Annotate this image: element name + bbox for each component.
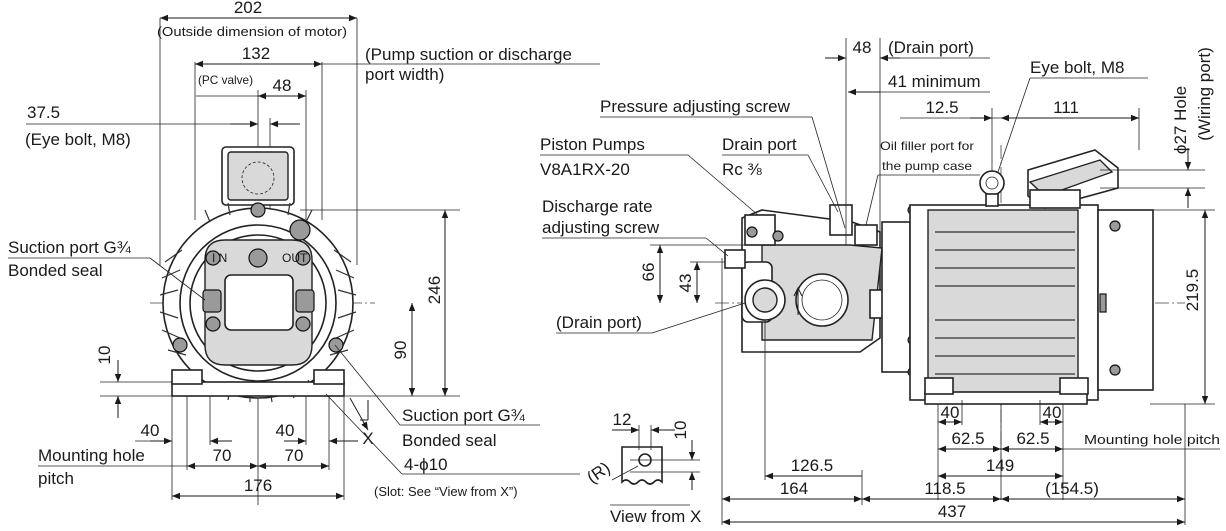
discharge-rate-label-2: adjusting screw (542, 218, 660, 237)
dim-164: 164 (780, 479, 808, 498)
oil-filler-label-2: the pump case (882, 159, 972, 173)
dim-219-5: 219.5 (1183, 269, 1202, 312)
dim-66: 66 (639, 263, 658, 282)
outside-dimension-motor-label: (Outside dimension of motor) (157, 24, 347, 39)
bonded-seal-right-label: Bonded seal (402, 431, 497, 450)
drain-port-left-label: (Drain port) (556, 313, 642, 332)
eye-bolt-label-front: (Eye bolt, M8) (25, 130, 131, 149)
dim-118-5: 118.5 (924, 479, 965, 498)
holes-4-phi10: 4-ϕ10 (404, 455, 448, 474)
mounting-hole-label: Mounting hole (38, 446, 145, 465)
dim-90: 90 (391, 341, 410, 360)
piston-pumps-label: Piston Pumps (540, 135, 645, 154)
eye-bolt-label-side: Eye bolt, M8 (1030, 58, 1125, 77)
dim-132: 132 (242, 44, 270, 63)
suction-port-right-label: Suction port G¾ (402, 406, 526, 425)
in-mark: I N (212, 251, 227, 265)
front-view: 202 (Outside dimension of motor) 132 (Pu… (8, 0, 600, 505)
drain-port-top-label: (Drain port) (888, 38, 974, 57)
dim-10-front: 10 (95, 346, 114, 365)
bonded-seal-left-label: Bonded seal (8, 261, 103, 280)
dim-202: 202 (234, 0, 262, 17)
dim-111: 111 (1053, 98, 1079, 117)
dim-126-5: 126.5 (791, 456, 834, 475)
pc-valve-label: (PC valve) (198, 73, 253, 87)
slot-note: (Slot: See “View from X”) (374, 484, 518, 499)
pump-port-width-label-2: port width) (365, 65, 444, 84)
dim-12-view-x: 12 (613, 410, 632, 429)
dim-149: 149 (986, 456, 1014, 475)
dim-41-minimum: 41 minimum (888, 72, 981, 91)
suction-port-left-label: Suction port G¾ (8, 238, 132, 257)
discharge-rate-label: Discharge rate (542, 197, 653, 216)
dim-62-5-a: 62.5 (951, 429, 984, 448)
model-label: V8A1RX-20 (540, 160, 630, 179)
r-mark: (R) (583, 458, 613, 487)
pressure-adjusting-screw-label: Pressure adjusting screw (600, 97, 791, 116)
oil-filler-label: Oil filler port for (880, 139, 974, 153)
dim-246: 246 (425, 276, 444, 304)
dim-40-side-a: 40 (941, 403, 960, 422)
wiring-port-label: (Wiring port) (1195, 47, 1214, 141)
dim-40-front-right: 40 (276, 421, 295, 440)
dim-40-side-b: 40 (1043, 403, 1062, 422)
dim-10-view-x: 10 (671, 421, 690, 440)
dim-62-5-b: 62.5 (1016, 429, 1049, 448)
side-view: 48 (Drain port) 41 minimum Pressure adju… (540, 38, 1220, 526)
view-from-x: 12 10 (R) View from X (583, 410, 701, 526)
dim-12-5: 12.5 (925, 98, 958, 117)
dim-43: 43 (676, 274, 695, 293)
dim-154-5: (154.5) (1045, 479, 1099, 498)
phi27-hole-label: ϕ27 Hole (1171, 86, 1190, 154)
mounting-hole-pitch-label: Mounting hole pitch (1084, 432, 1220, 447)
mounting-hole-label-2: pitch (38, 469, 74, 488)
dim-176: 176 (244, 476, 272, 495)
dim-48-side: 48 (853, 38, 872, 57)
dim-40-front-left: 40 (141, 421, 160, 440)
dim-437: 437 (938, 502, 966, 521)
pump-port-width-label: (Pump suction or discharge (365, 45, 572, 64)
view-from-x-caption: View from X (610, 507, 701, 526)
dim-37-5: 37.5 (27, 103, 60, 122)
dim-48-front: 48 (273, 76, 292, 95)
drain-port-size: Rc ⅜ (722, 160, 763, 179)
out-mark: OUT (282, 251, 308, 265)
dim-70-right: 70 (285, 446, 304, 465)
drain-port-label: Drain port (722, 135, 797, 154)
dim-70-left: 70 (213, 446, 232, 465)
